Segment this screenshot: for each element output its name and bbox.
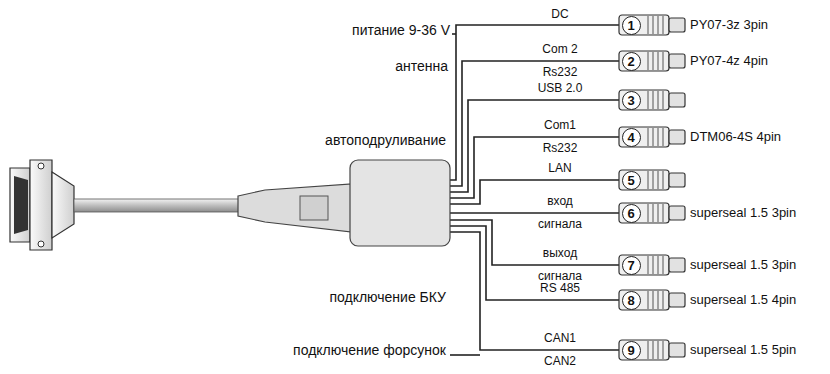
callout-number: 2 (622, 52, 641, 71)
connector-name: DTM06-4S 4pin (690, 130, 781, 145)
callout-number: 9 (622, 341, 641, 360)
signal-label: Rs232 (543, 66, 578, 80)
connector-name: superseal 1.5 5pin (690, 343, 796, 358)
signal-label: вход (547, 195, 573, 209)
connector-name: superseal 1.5 3pin (690, 258, 796, 273)
callout-text: 4 (627, 131, 634, 144)
group-label: подключение БКУ (329, 289, 446, 305)
callout-number: 5 (622, 171, 641, 190)
callout-number: 1 (622, 16, 641, 35)
callout-number: 7 (622, 256, 641, 275)
callout-text: 7 (627, 259, 634, 272)
splitter-box (350, 160, 450, 246)
callout-text: 1 (627, 19, 634, 32)
callout-text: 6 (627, 207, 634, 220)
group-label: антенна (395, 58, 448, 74)
callout-text: 9 (627, 344, 634, 357)
callout-number: 4 (622, 128, 641, 147)
signal-label: LAN (548, 162, 571, 176)
signal-label: сигнала (538, 218, 582, 232)
group-label: питание 9-36 V (352, 22, 450, 38)
connectors (619, 15, 685, 360)
signal-label: USB 2.0 (538, 82, 583, 96)
connector-name: PY07-4z 4pin (690, 54, 768, 69)
group-label: подключение форсунок (293, 342, 446, 358)
callout-number: 6 (622, 204, 641, 223)
signal-label: Com 2 (542, 43, 577, 57)
signal-label: CAN1 (544, 332, 576, 346)
callout-number: 8 (622, 291, 641, 310)
signal-label: Com1 (544, 119, 576, 133)
callout-text: 8 (627, 294, 634, 307)
signal-label: RS 485 (540, 282, 580, 296)
boot-label (300, 196, 328, 220)
callout-text: 5 (627, 174, 634, 187)
signal-label: выход (543, 247, 577, 261)
connector-name: superseal 1.5 3pin (690, 206, 796, 221)
callout-text: 2 (627, 55, 634, 68)
cable (74, 199, 239, 212)
cable-boot (238, 184, 352, 232)
callout-text: 3 (627, 94, 634, 107)
signal-label: DC (551, 8, 568, 22)
group-label: автоподруливание (325, 132, 446, 148)
connector-name: PY07-3z 3pin (690, 18, 768, 33)
signal-label: Rs232 (543, 142, 578, 156)
signal-label: CAN2 (544, 355, 576, 369)
db-connector (10, 160, 74, 250)
wires (448, 25, 620, 355)
callout-number: 3 (622, 91, 641, 110)
connector-name: superseal 1.5 4pin (690, 293, 796, 308)
